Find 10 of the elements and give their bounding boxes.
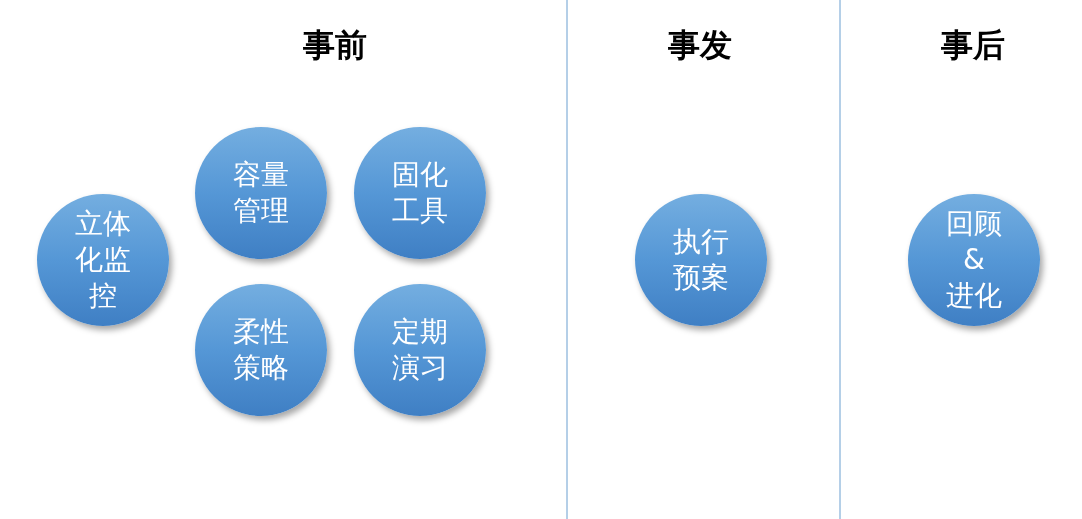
circle-node: 容量管理	[195, 127, 327, 259]
column-heading: 事发	[668, 25, 732, 66]
column-heading: 事前	[303, 25, 367, 66]
circle-node: 固化工具	[354, 127, 486, 259]
circle-node: 立体化监控	[37, 194, 169, 326]
circle-node: 定期演习	[354, 284, 486, 416]
circle-node: 柔性策略	[195, 284, 327, 416]
column-heading: 事后	[941, 25, 1005, 66]
circle-node: 回顾 & 进化	[908, 194, 1040, 326]
circle-node: 执行预案	[635, 194, 767, 326]
